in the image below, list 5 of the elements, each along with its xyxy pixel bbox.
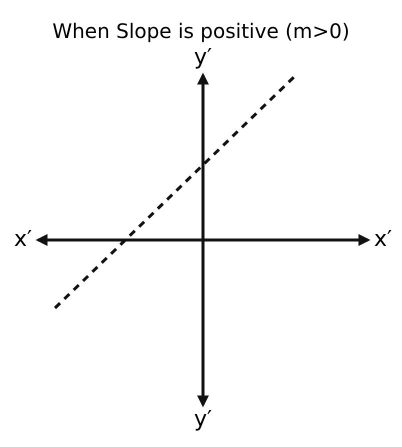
axis-label: y′	[194, 45, 212, 71]
title: When Slope is positive (m>0)	[51, 18, 351, 44]
axis-label: x′	[14, 227, 32, 253]
axis-label: x′	[374, 227, 392, 253]
axis-label: y′	[194, 407, 212, 433]
